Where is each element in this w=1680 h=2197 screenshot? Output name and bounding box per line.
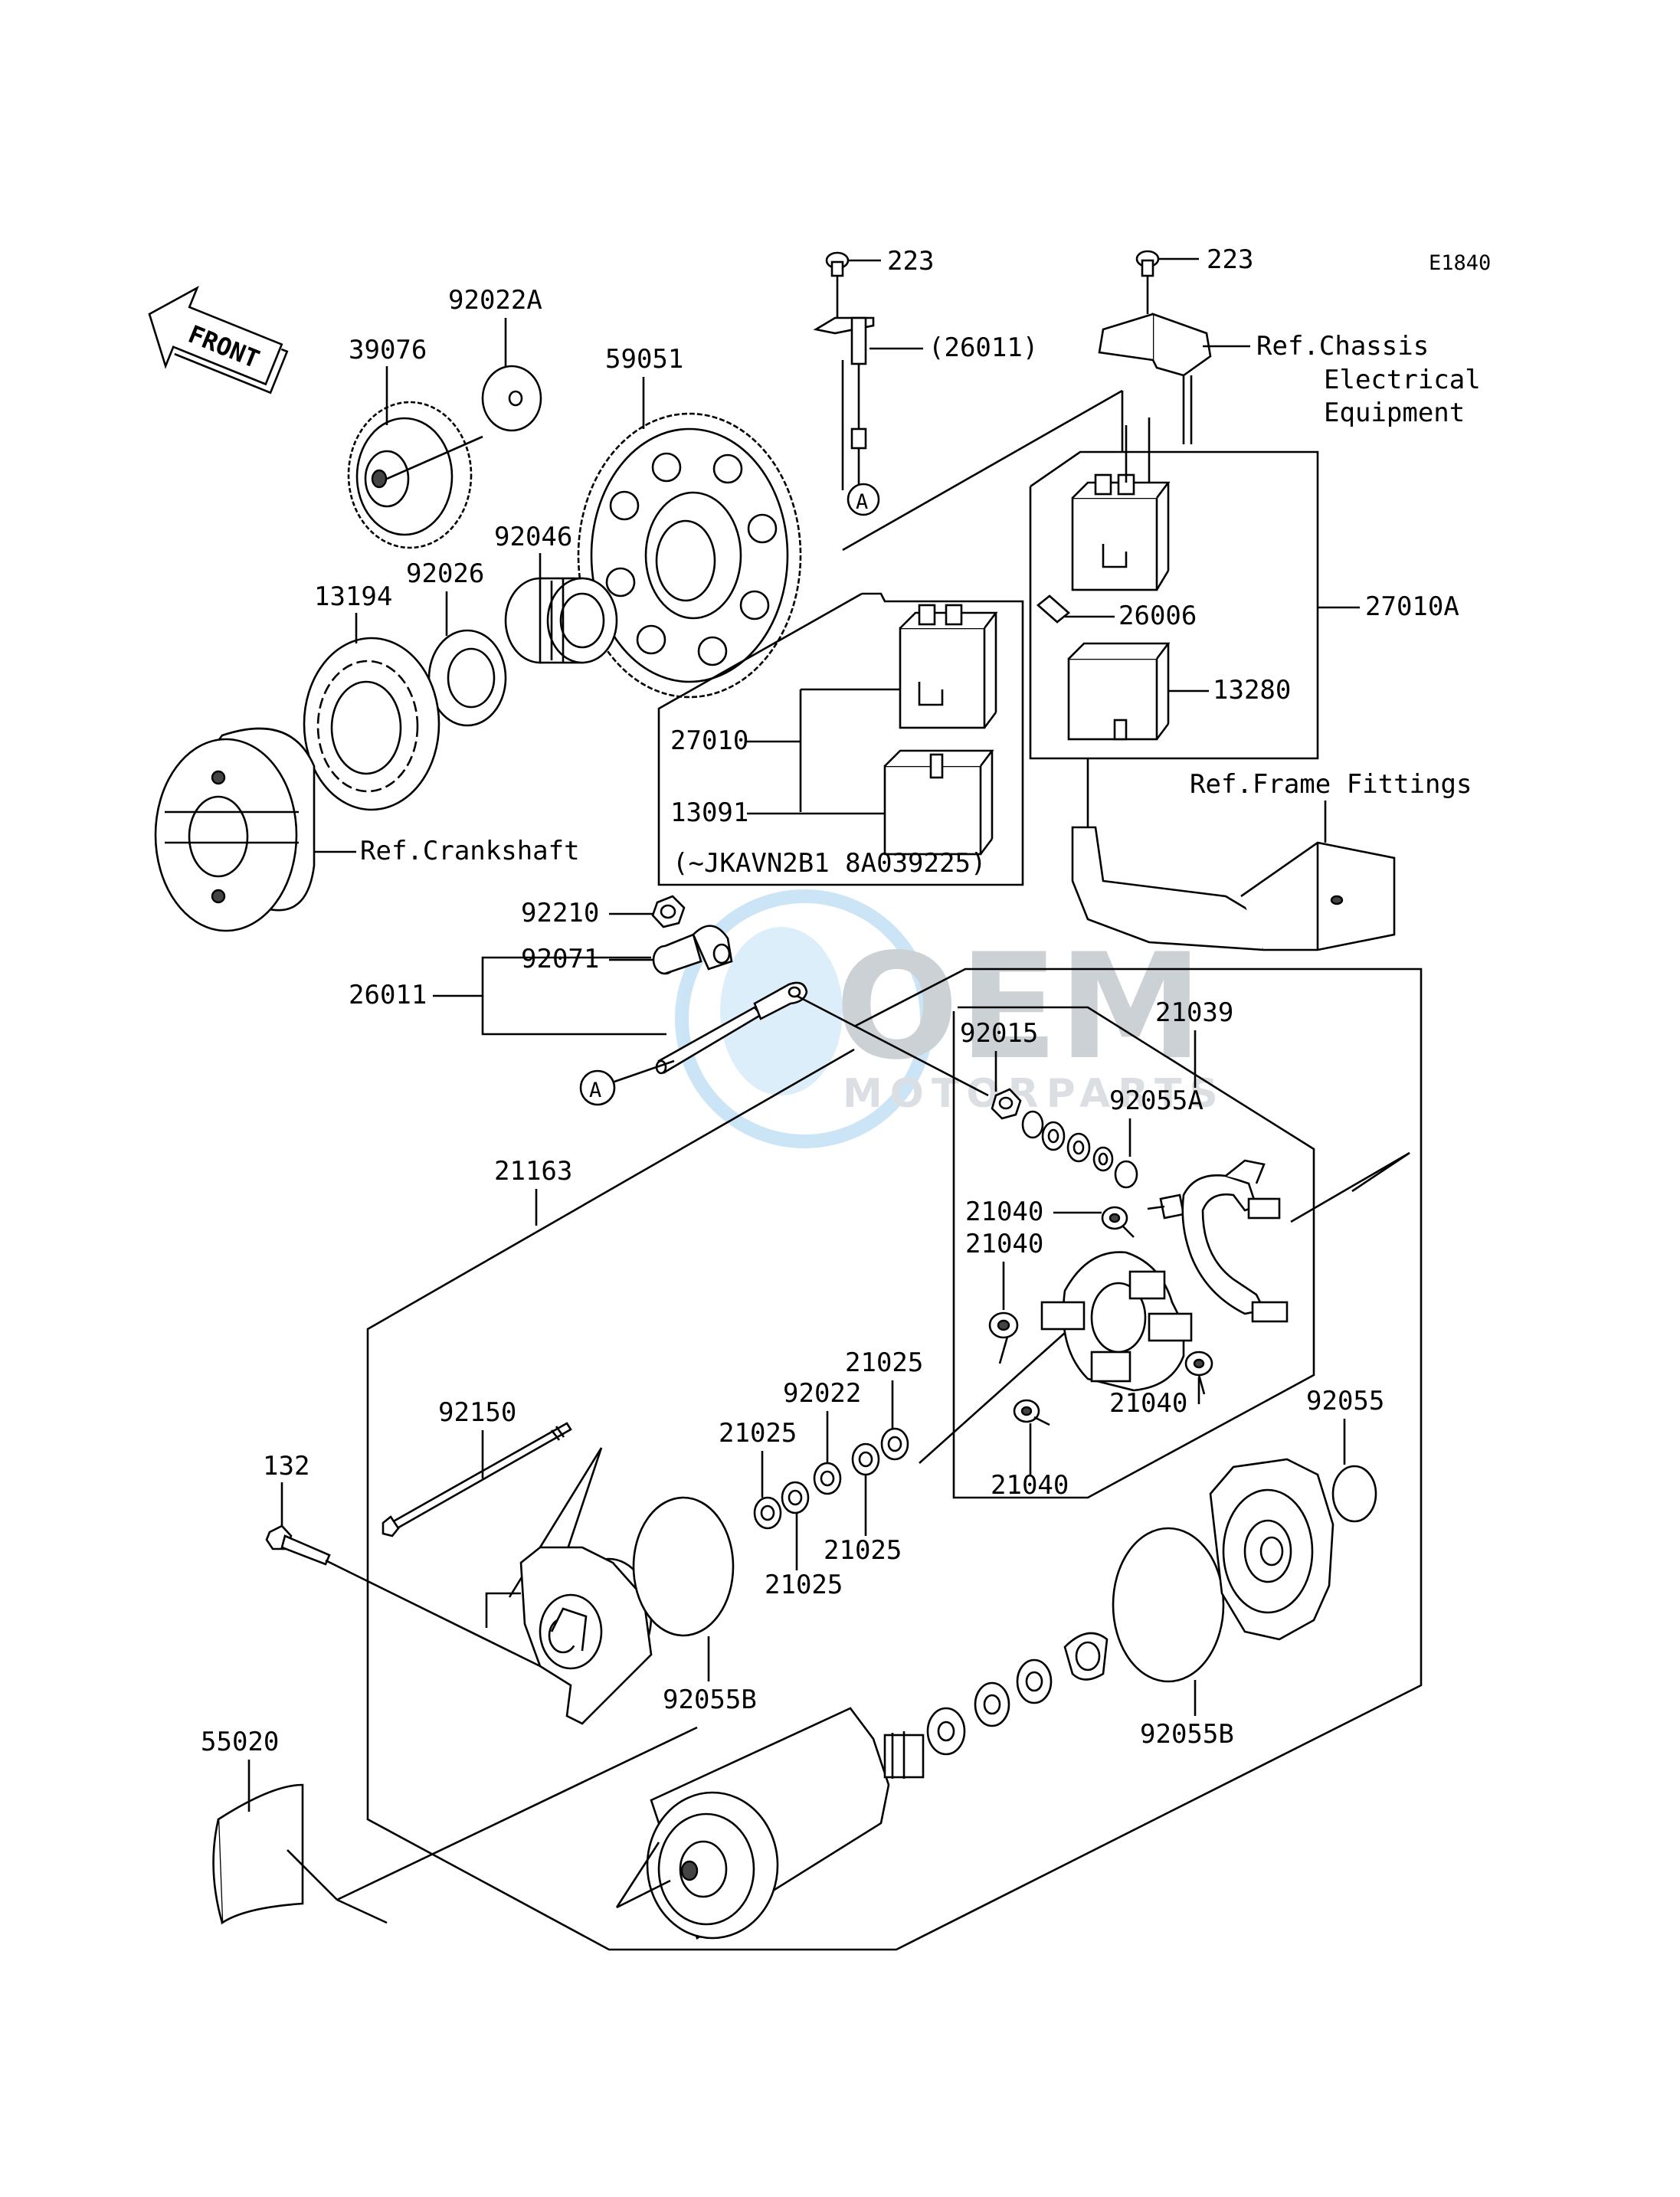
ref-chassis-2: Electrical <box>1324 365 1481 395</box>
part-label-223b: 223 <box>1207 244 1253 275</box>
part-132-bolt <box>265 1524 331 1566</box>
part-label-92015: 92015 <box>960 1018 1038 1049</box>
part-label-21040b: 21040 <box>965 1229 1043 1259</box>
part-label-92210: 92210 <box>521 898 599 928</box>
part-label-92150: 92150 <box>438 1397 516 1428</box>
part-92055-oring <box>1331 1465 1377 1523</box>
washer-stack-21039 <box>1021 1110 1138 1189</box>
part-92026-washer <box>427 629 507 727</box>
part-92046-bearing <box>504 577 618 664</box>
svg-text:A: A <box>589 1079 601 1102</box>
ref-crankshaft: Ref.Crankshaft <box>360 836 580 866</box>
part-label-26011: 26011 <box>349 980 427 1010</box>
part-92022A-washer <box>481 365 542 432</box>
part-label-21025a: 21025 <box>845 1347 923 1378</box>
part-label-13194: 13194 <box>314 581 392 612</box>
part-55020-cover <box>212 1783 338 1925</box>
starter-rear-housing <box>1209 1458 1335 1641</box>
brush-plate <box>1040 1251 1193 1392</box>
part-59051-gear <box>577 412 802 699</box>
part-label-92055A: 92055A <box>1109 1085 1204 1116</box>
starter-front-cover <box>519 1546 653 1725</box>
part-92055B-oring-left <box>632 1496 735 1637</box>
part-13194-clutch <box>303 637 440 811</box>
part-label-59051: 59051 <box>605 344 683 375</box>
part-27010A-relay <box>1071 473 1171 591</box>
part-92055B-oring-right <box>1112 1527 1225 1683</box>
part-223-bolt-b <box>1135 250 1160 277</box>
part-label-21163: 21163 <box>494 1156 572 1187</box>
part-92015-nut <box>991 1088 1022 1120</box>
part-label-27010: 27010 <box>670 725 748 756</box>
part-label-13091: 13091 <box>670 797 748 828</box>
part-label-21040c: 21040 <box>1109 1388 1187 1419</box>
part-label-26006: 26006 <box>1118 601 1197 631</box>
crankshaft-flywheel <box>154 727 316 932</box>
part-label-132: 132 <box>263 1451 309 1482</box>
part-label-223a: 223 <box>887 246 934 277</box>
part-21039-terminal-bracket <box>1147 1159 1289 1323</box>
diagram-code: E1840 <box>1429 251 1491 275</box>
part-label-21025c: 21025 <box>824 1535 902 1566</box>
part-label-92026: 92026 <box>406 558 484 589</box>
part-label-27010A: 27010A <box>1365 591 1459 622</box>
watermark-sub: MOTORPARTS <box>843 1071 1226 1117</box>
relay-cover-bracket <box>1098 276 1212 444</box>
part-223-bolt-a <box>825 251 850 277</box>
callout-a-mid: A <box>579 1069 616 1106</box>
part-26011-lead <box>655 981 808 1075</box>
ref-chassis-1: Ref.Chassis <box>1256 331 1429 362</box>
part-label-92046: 92046 <box>494 522 572 552</box>
part-26011-lead-top <box>813 316 875 490</box>
washer-row-21025 <box>753 1427 909 1530</box>
part-27010-relay <box>899 604 998 729</box>
starter-armature <box>646 1707 925 1940</box>
frame-fittings-bracket <box>1071 758 1396 951</box>
part-label-21025d: 21025 <box>765 1570 843 1600</box>
part-21040-spring-b <box>988 1311 1019 1364</box>
part-label-21039: 21039 <box>1155 997 1233 1028</box>
part-21040-spring-d <box>1013 1399 1050 1426</box>
part-label-21040d: 21040 <box>991 1470 1069 1501</box>
part-21040-spring-a <box>1101 1206 1135 1238</box>
part-label-39076: 39076 <box>349 335 427 365</box>
ref-chassis-3: Equipment <box>1324 398 1465 428</box>
part-label-92055: 92055 <box>1306 1386 1384 1416</box>
globe-icon <box>675 889 934 1148</box>
part-92150-through-bolt <box>382 1422 572 1537</box>
part-label-92022: 92022 <box>783 1378 861 1409</box>
part-26006-fuse <box>1036 594 1071 624</box>
part-label-92022A: 92022A <box>448 285 542 316</box>
globe-land-icon <box>720 927 843 1095</box>
svg-text:A: A <box>856 490 868 514</box>
part-label-92055B-2: 92055B <box>1140 1719 1234 1750</box>
part-label-13280: 13280 <box>1213 675 1291 706</box>
part-13091-holder <box>883 749 994 856</box>
part-13280-holder <box>1067 642 1171 741</box>
front-arrow-icon: FRONT <box>148 285 289 395</box>
rear-washer-stack <box>926 1632 1109 1756</box>
part-92071-boot <box>652 925 733 975</box>
part-label-55020: 55020 <box>201 1727 279 1757</box>
part-label-21025b: 21025 <box>719 1418 797 1449</box>
part-label-92055B-1: 92055B <box>663 1685 757 1715</box>
part-39076-gear <box>347 401 483 549</box>
part-21040-spring-c <box>1184 1351 1213 1395</box>
callout-a-top: A <box>847 483 880 516</box>
serial-note: (~JKAVN2B1 8A039225) <box>673 848 986 879</box>
part-label-26011-paren: (26011) <box>928 332 1038 363</box>
ref-frame-fittings: Ref.Frame Fittings <box>1190 769 1472 800</box>
part-label-21040a: 21040 <box>965 1197 1043 1227</box>
part-label-92071: 92071 <box>521 944 599 974</box>
part-92210-nut <box>651 895 686 928</box>
